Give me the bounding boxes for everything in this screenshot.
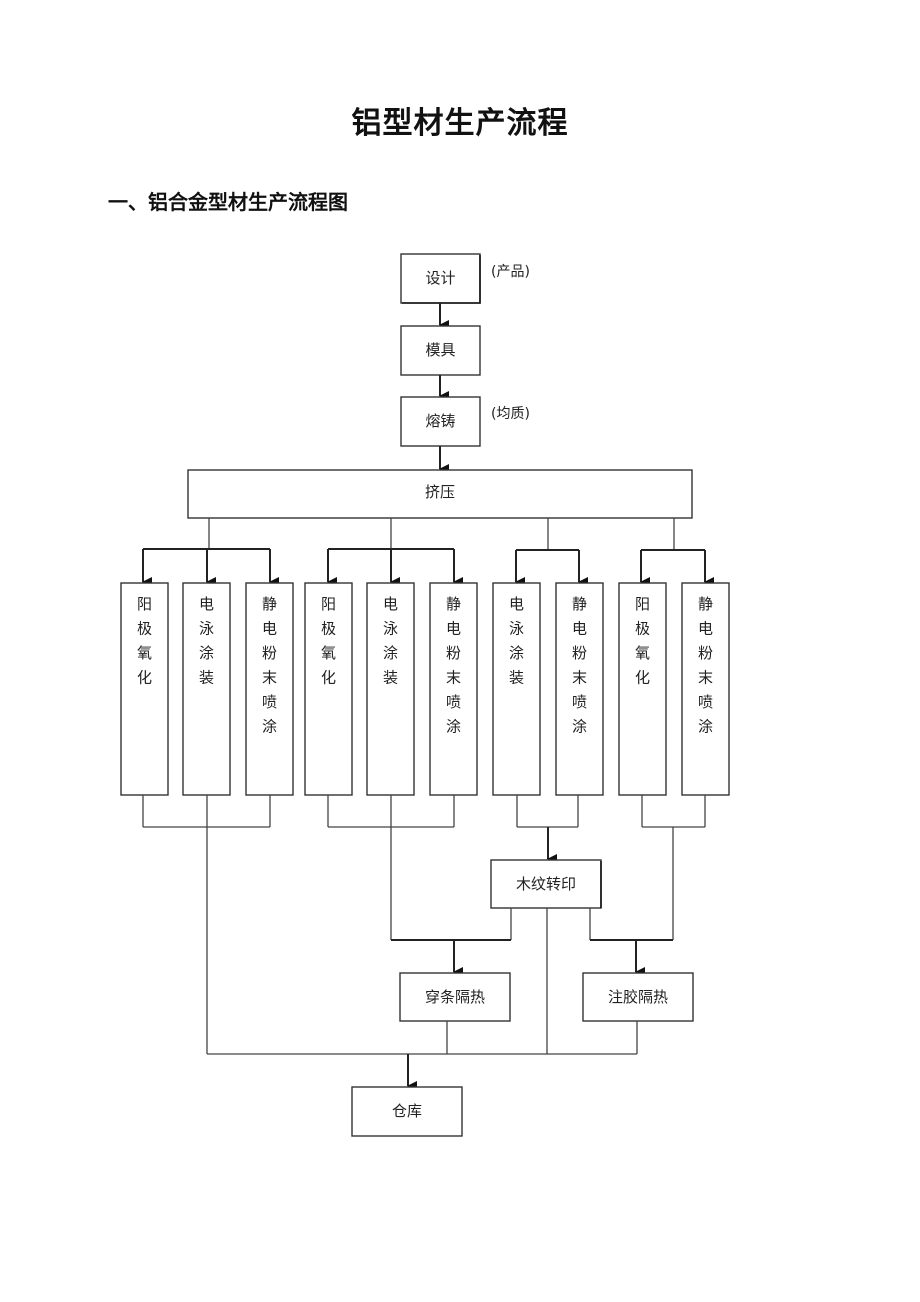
treatment-box-label: 电泳涂装 (383, 595, 398, 687)
treatment-box: 静电粉末喷涂 (555, 582, 604, 796)
treatment-box-label: 阳极氧化 (635, 595, 650, 687)
step-thermal-break-strip: 穿条隔热 (399, 972, 511, 1022)
step-thermal-break-strip-label: 穿条隔热 (425, 988, 485, 1006)
document-title: 铝型材生产流程 (351, 106, 569, 141)
step-wood-grain-transfer-label: 木纹转印 (516, 875, 576, 893)
casting-note: (均质) (491, 406, 530, 422)
treatment-box-label: 静电粉末喷涂 (446, 595, 461, 736)
step-extrusion-label: 挤压 (425, 483, 455, 501)
treatment-box: 阳极氧化 (120, 582, 169, 796)
treatment-box: 阳极氧化 (618, 582, 667, 796)
treatment-box-label: 电泳涂装 (509, 595, 524, 687)
step-warehouse-label: 仓库 (392, 1102, 422, 1120)
treatment-box: 电泳涂装 (366, 582, 415, 796)
extrusion-branches (142, 518, 714, 587)
treatment-box-label: 阳极氧化 (321, 595, 336, 687)
treatment-box: 电泳涂装 (492, 582, 541, 796)
step-casting: 熔铸 (400, 396, 481, 447)
warehouse-merge-lines (207, 1021, 638, 1091)
step-warehouse: 仓库 (351, 1086, 463, 1137)
surface-treatment-boxes: 阳极氧化 电泳涂装 静电粉末喷涂 阳极氧化 电泳涂装 静电粉末喷涂 电泳涂装 静电粉末喷涂 阳极… (120, 582, 730, 796)
step-thermal-break-pour: 注胶隔热 (582, 972, 694, 1022)
step-design-label: 设计 (425, 269, 455, 287)
step-thermal-break-pour-label: 注胶隔热 (608, 988, 668, 1006)
step-casting-label: 熔铸 (425, 412, 455, 430)
step-design: 设计 (400, 253, 481, 304)
treatment-box-label: 静电粉末喷涂 (572, 595, 587, 736)
treatment-merge-lines (142, 795, 706, 1054)
wood-grain-outputs (391, 908, 673, 1054)
treatment-box: 静电粉末喷涂 (681, 582, 730, 796)
treatment-box: 阳极氧化 (304, 582, 353, 796)
treatment-box-label: 电泳涂装 (199, 595, 214, 687)
step-mold: 模具 (400, 325, 481, 376)
treatment-box-label: 阳极氧化 (137, 595, 152, 687)
treatment-box: 静电粉末喷涂 (429, 582, 478, 796)
section-heading: 一、铝合金型材生产流程图 (108, 190, 348, 214)
treatment-box-label: 静电粉末喷涂 (262, 595, 277, 736)
treatment-box: 电泳涂装 (182, 582, 231, 796)
treatment-box-label: 静电粉末喷涂 (698, 595, 713, 736)
step-extrusion: 挤压 (187, 469, 693, 519)
step-mold-label: 模具 (425, 341, 455, 359)
step-wood-grain-transfer: 木纹转印 (490, 859, 602, 909)
treatment-box: 静电粉末喷涂 (245, 582, 294, 796)
design-note: (产品) (491, 264, 530, 280)
